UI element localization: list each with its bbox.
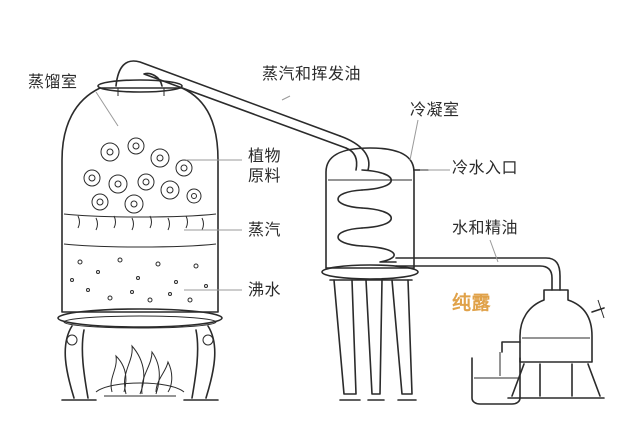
label-steam: 蒸汽 (248, 220, 282, 239)
burner-stand (61, 325, 219, 401)
outlet-pipe (395, 257, 561, 291)
label-plant-material-1: 植物 (248, 146, 282, 165)
label-cold-water-inlet: 冷水入口 (452, 158, 519, 177)
label-boiling-water: 沸水 (248, 280, 282, 299)
label-plant-material-2: 原料 (248, 166, 282, 185)
label-water-and-oil: 水和精油 (452, 218, 519, 237)
oil-separator (501, 289, 605, 399)
label-distillation-chamber: 蒸馏室 (28, 72, 78, 91)
distillation-vessel (57, 79, 223, 329)
label-condenser: 冷凝室 (410, 100, 460, 119)
label-steam-and-oil: 蒸汽和挥发油 (262, 64, 362, 83)
plant-material (83, 137, 202, 214)
condenser-coil (337, 169, 397, 263)
label-hydrosol: 纯露 (452, 292, 492, 314)
vapor-pipe (115, 60, 370, 171)
hydrosol-beaker (471, 352, 521, 405)
condenser-vessel (321, 147, 429, 401)
leader-lines (95, 91, 499, 291)
fire (104, 344, 176, 397)
bubbles (70, 257, 208, 303)
